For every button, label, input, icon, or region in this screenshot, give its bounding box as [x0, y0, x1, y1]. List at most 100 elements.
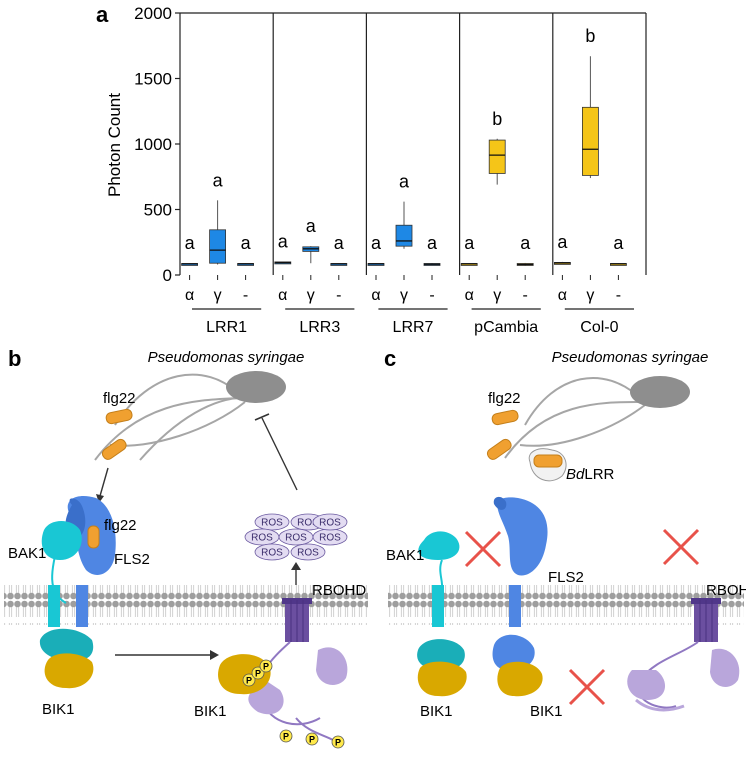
significance-letter: a — [278, 232, 289, 252]
phospho-circle — [279, 729, 293, 743]
condition-label: γ — [400, 287, 408, 304]
phospho-label: P — [335, 738, 341, 748]
phospho-label: P — [255, 669, 261, 679]
panel-c-letter: c — [384, 346, 396, 371]
box-body — [209, 229, 227, 264]
condition-label: γ — [307, 287, 315, 304]
box-body — [582, 106, 599, 176]
bik1-right-label-c: BIK1 — [530, 703, 563, 720]
significance-letter: a — [520, 233, 531, 253]
significance-letter: a — [306, 216, 317, 236]
group-label: Col-0 — [580, 319, 618, 336]
significance-letter: a — [334, 233, 345, 253]
ros-label: ROS — [285, 533, 307, 544]
panel-b-letter: b — [8, 346, 21, 371]
significance-letter: a — [185, 233, 196, 253]
bdlrr-label-rest: LRR — [584, 466, 614, 483]
phospho-label: P — [309, 735, 315, 745]
ros-label: ROS — [261, 518, 283, 529]
cross-icon — [662, 528, 700, 566]
rbohd-c — [627, 598, 740, 712]
condition-label: α — [371, 287, 380, 304]
inhibit-bar — [254, 413, 270, 421]
bak1-c — [417, 531, 467, 697]
significance-letter: a — [557, 232, 568, 252]
fls2-label-b: FLS2 — [114, 551, 150, 568]
condition-label: α — [558, 287, 567, 304]
panel-b-schematic: b Pseudomonas syringae flg22 — [4, 346, 368, 749]
fls2-label-c: FLS2 — [548, 569, 584, 586]
group-label: LRR3 — [299, 319, 340, 336]
box-body — [488, 139, 506, 174]
y-axis-label: Photon Count — [105, 93, 124, 197]
ros-label: ROS — [261, 548, 283, 559]
significance-letter: a — [371, 233, 382, 253]
ros-label: ROS — [251, 533, 273, 544]
condition-label: γ — [493, 287, 501, 304]
bak1-label-c: BAK1 — [386, 547, 424, 564]
condition-label: - — [336, 287, 341, 304]
significance-letter: b — [492, 109, 502, 129]
phospho-label: P — [283, 732, 289, 742]
phospho-circle — [259, 659, 273, 673]
significance-letter: a — [464, 233, 475, 253]
ros-bubble — [290, 543, 326, 561]
phospho-circle — [305, 732, 319, 746]
cross-icon — [464, 530, 502, 568]
y-tick-label: 0 — [163, 266, 172, 285]
condition-label: γ — [586, 287, 594, 304]
bik1-right-label-b: BIK1 — [194, 703, 227, 720]
condition-label: α — [278, 287, 287, 304]
panel-a-letter: a — [96, 2, 109, 27]
bdlrr-label: BdLRR — [566, 466, 615, 483]
y-tick-label: 500 — [144, 201, 172, 220]
ros-bubble — [312, 513, 348, 531]
bik1-right-b — [218, 654, 271, 695]
bdlrr-bound-flg22 — [528, 448, 567, 482]
panel-c-schematic: c Pseudomonas syringae flg22 BdLRR BAK1 … — [384, 346, 746, 720]
flg22-peptide-b2 — [101, 438, 127, 460]
ros-label: ROS — [297, 548, 319, 559]
bik1-left-label-c: BIK1 — [420, 703, 453, 720]
flg22-label-c: flg22 — [488, 390, 521, 407]
flg22-peptide-b1 — [105, 408, 133, 425]
group-label: LRR1 — [206, 319, 247, 336]
phospho-circle — [242, 673, 256, 687]
phospho-label: P — [263, 662, 269, 672]
bik1-left-label-b: BIK1 — [42, 701, 75, 718]
arrowhead-1 — [96, 494, 104, 503]
receptor-complex-b — [39, 495, 116, 689]
phospho-circle — [251, 666, 265, 680]
group-label: LRR7 — [393, 319, 434, 336]
condition-label: - — [523, 287, 528, 304]
bdlrr-label-italic: Bd — [566, 466, 585, 483]
significance-letter: a — [427, 233, 438, 253]
rbohd-label-b: RBOHD — [312, 582, 366, 599]
condition-label: α — [465, 287, 474, 304]
bacterium-c — [504, 376, 690, 459]
condition-label: - — [616, 287, 621, 304]
ros-label: ROS — [319, 533, 341, 544]
inhibit-line — [261, 417, 298, 491]
flg22-bound-label-b: flg22 — [104, 517, 137, 534]
condition-label: - — [429, 287, 434, 304]
ros-bubble — [254, 543, 290, 561]
fls2-c — [492, 496, 548, 697]
box-body — [395, 224, 413, 247]
condition-label: γ — [214, 287, 222, 304]
group-frames — [179, 12, 647, 275]
arrowhead-2 — [291, 562, 301, 570]
group-label: pCambia — [474, 319, 538, 336]
condition-label: - — [243, 287, 248, 304]
y-tick-label: 1000 — [134, 135, 172, 154]
significance-letter: b — [585, 26, 595, 46]
rbohd-label-c: RBOHD — [706, 582, 746, 599]
flg22-peptide-c1 — [491, 409, 519, 426]
arrow-flg22-to-receptor — [99, 467, 109, 497]
